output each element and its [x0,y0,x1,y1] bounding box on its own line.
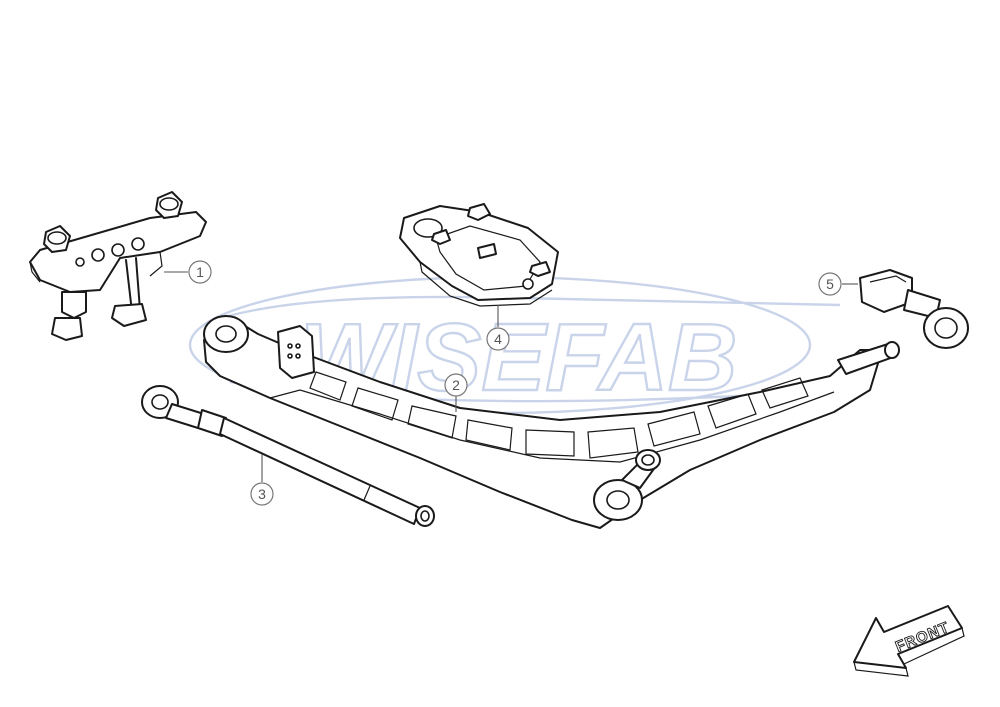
callout-3: 3 [250,454,274,506]
front-direction-arrow: FRONT [853,605,965,677]
svg-text:3: 3 [258,486,266,502]
svg-text:5: 5 [826,276,834,292]
svg-text:4: 4 [494,331,502,347]
callout-1: 1 [164,260,212,284]
svg-text:1: 1 [196,264,204,280]
callout-5: 5 [818,272,858,296]
part-1-knuckle-bracket [29,191,207,341]
part-4-camber-plate [399,203,559,307]
part-3-tie-rod [141,385,435,527]
part-5-rod-end [859,269,969,349]
callout-4: 4 [486,305,510,351]
svg-text:2: 2 [452,377,460,393]
callout-2: 2 [444,373,468,412]
part-2-control-arm [203,315,900,529]
